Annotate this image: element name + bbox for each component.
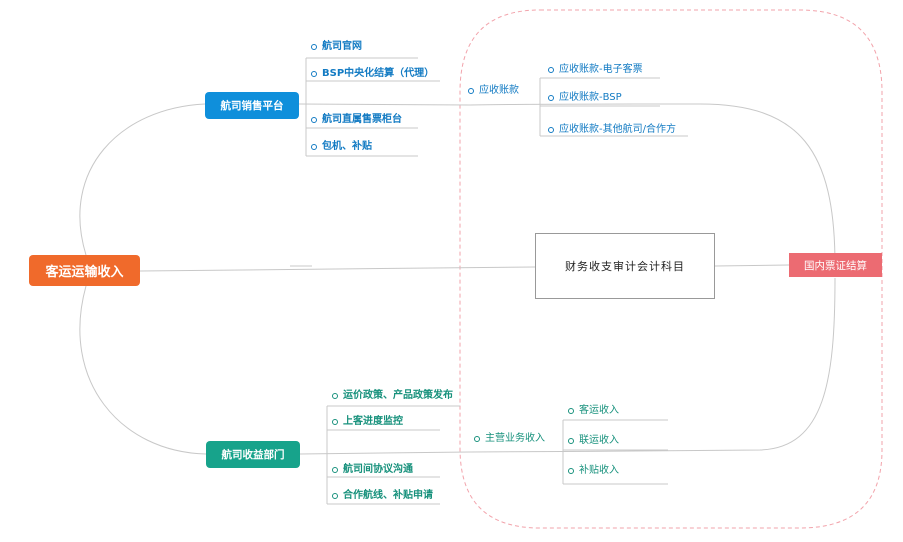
bullet-icon	[548, 67, 554, 73]
connector-sales-to-receivables	[298, 103, 836, 266]
leaf-label: 航司直属售票柜台	[322, 114, 402, 125]
group-label: 应收账款	[479, 85, 519, 96]
center-node-audit-accounts[interactable]: 财务收支审计会计科目	[535, 233, 715, 299]
connector-revenue-to-main	[299, 277, 836, 455]
main-revenue-item[interactable]: 补贴收入	[568, 464, 619, 478]
leaf-label: 包机、补贴	[322, 141, 372, 152]
bullet-icon	[332, 493, 338, 499]
bullet-icon	[311, 144, 317, 150]
receivables-item[interactable]: 应收账款-电子客票	[548, 63, 643, 77]
item-label: 应收账款-电子客票	[559, 64, 643, 75]
bullet-icon	[548, 127, 554, 133]
bullet-icon	[568, 438, 574, 444]
bullet-icon	[311, 117, 317, 123]
sales-leaf[interactable]: 航司官网	[311, 40, 362, 54]
bullet-icon	[468, 88, 474, 94]
item-label: 应收账款-其他航司/合作方	[559, 124, 676, 135]
sales-leaf[interactable]: 航司直属售票柜台	[311, 113, 402, 127]
connector-root-to-center	[139, 266, 536, 272]
revenue-leaf[interactable]: 上客进度监控	[332, 415, 403, 429]
branch-sales-platform[interactable]: 航司销售平台	[205, 92, 299, 119]
revenue-leaf-bracket	[326, 405, 460, 505]
bullet-icon	[474, 436, 480, 442]
root-node-passenger-revenue[interactable]: 客运运输收入	[29, 255, 140, 286]
item-label: 补贴收入	[579, 465, 619, 476]
main-revenue-item[interactable]: 客运收入	[568, 404, 619, 418]
bullet-icon	[568, 468, 574, 474]
connector-root-to-revenue	[79, 285, 207, 455]
bullet-icon	[548, 95, 554, 101]
group-label: 主营业务收入	[485, 433, 545, 444]
main-revenue-bracket	[562, 419, 668, 485]
leaf-label: 运价政策、产品政策发布	[343, 390, 453, 401]
sales-leaf-bracket	[305, 57, 440, 157]
bullet-icon	[311, 44, 317, 50]
branch-revenue-dept[interactable]: 航司收益部门	[206, 441, 300, 468]
bullet-icon	[332, 419, 338, 425]
item-label: 应收账款-BSP	[559, 92, 622, 103]
leaf-label: 上客进度监控	[343, 416, 403, 427]
leaf-label: 航司间协议沟通	[343, 464, 413, 475]
leaf-label: 航司官网	[322, 41, 362, 52]
revenue-leaf[interactable]: 运价政策、产品政策发布	[332, 389, 453, 403]
dashed-region-outline	[459, 9, 883, 529]
bullet-icon	[332, 467, 338, 473]
bullet-icon	[332, 393, 338, 399]
revenue-leaf[interactable]: 航司间协议沟通	[332, 463, 413, 477]
leaf-label: 合作航线、补贴申请	[343, 490, 433, 501]
bullet-icon	[311, 71, 317, 77]
bullet-icon	[568, 408, 574, 414]
connector-center-to-settlement	[714, 264, 790, 267]
leaf-label: BSP中央化结算（代理）	[322, 68, 435, 79]
receivables-item[interactable]: 应收账款-其他航司/合作方	[548, 123, 676, 137]
receivables-label[interactable]: 应收账款	[468, 84, 519, 98]
item-label: 联运收入	[579, 435, 619, 446]
main-revenue-label[interactable]: 主营业务收入	[474, 432, 545, 446]
connector-root-to-sales	[79, 103, 206, 256]
receivables-bracket	[539, 77, 688, 137]
revenue-leaf[interactable]: 合作航线、补贴申请	[332, 489, 433, 503]
sales-leaf[interactable]: BSP中央化结算（代理）	[311, 67, 434, 81]
receivables-item[interactable]: 应收账款-BSP	[548, 91, 622, 105]
main-revenue-item[interactable]: 联运收入	[568, 434, 619, 448]
settlement-node[interactable]: 国内票证结算	[789, 253, 882, 277]
item-label: 客运收入	[579, 405, 619, 416]
sales-leaf[interactable]: 包机、补贴	[311, 140, 372, 154]
